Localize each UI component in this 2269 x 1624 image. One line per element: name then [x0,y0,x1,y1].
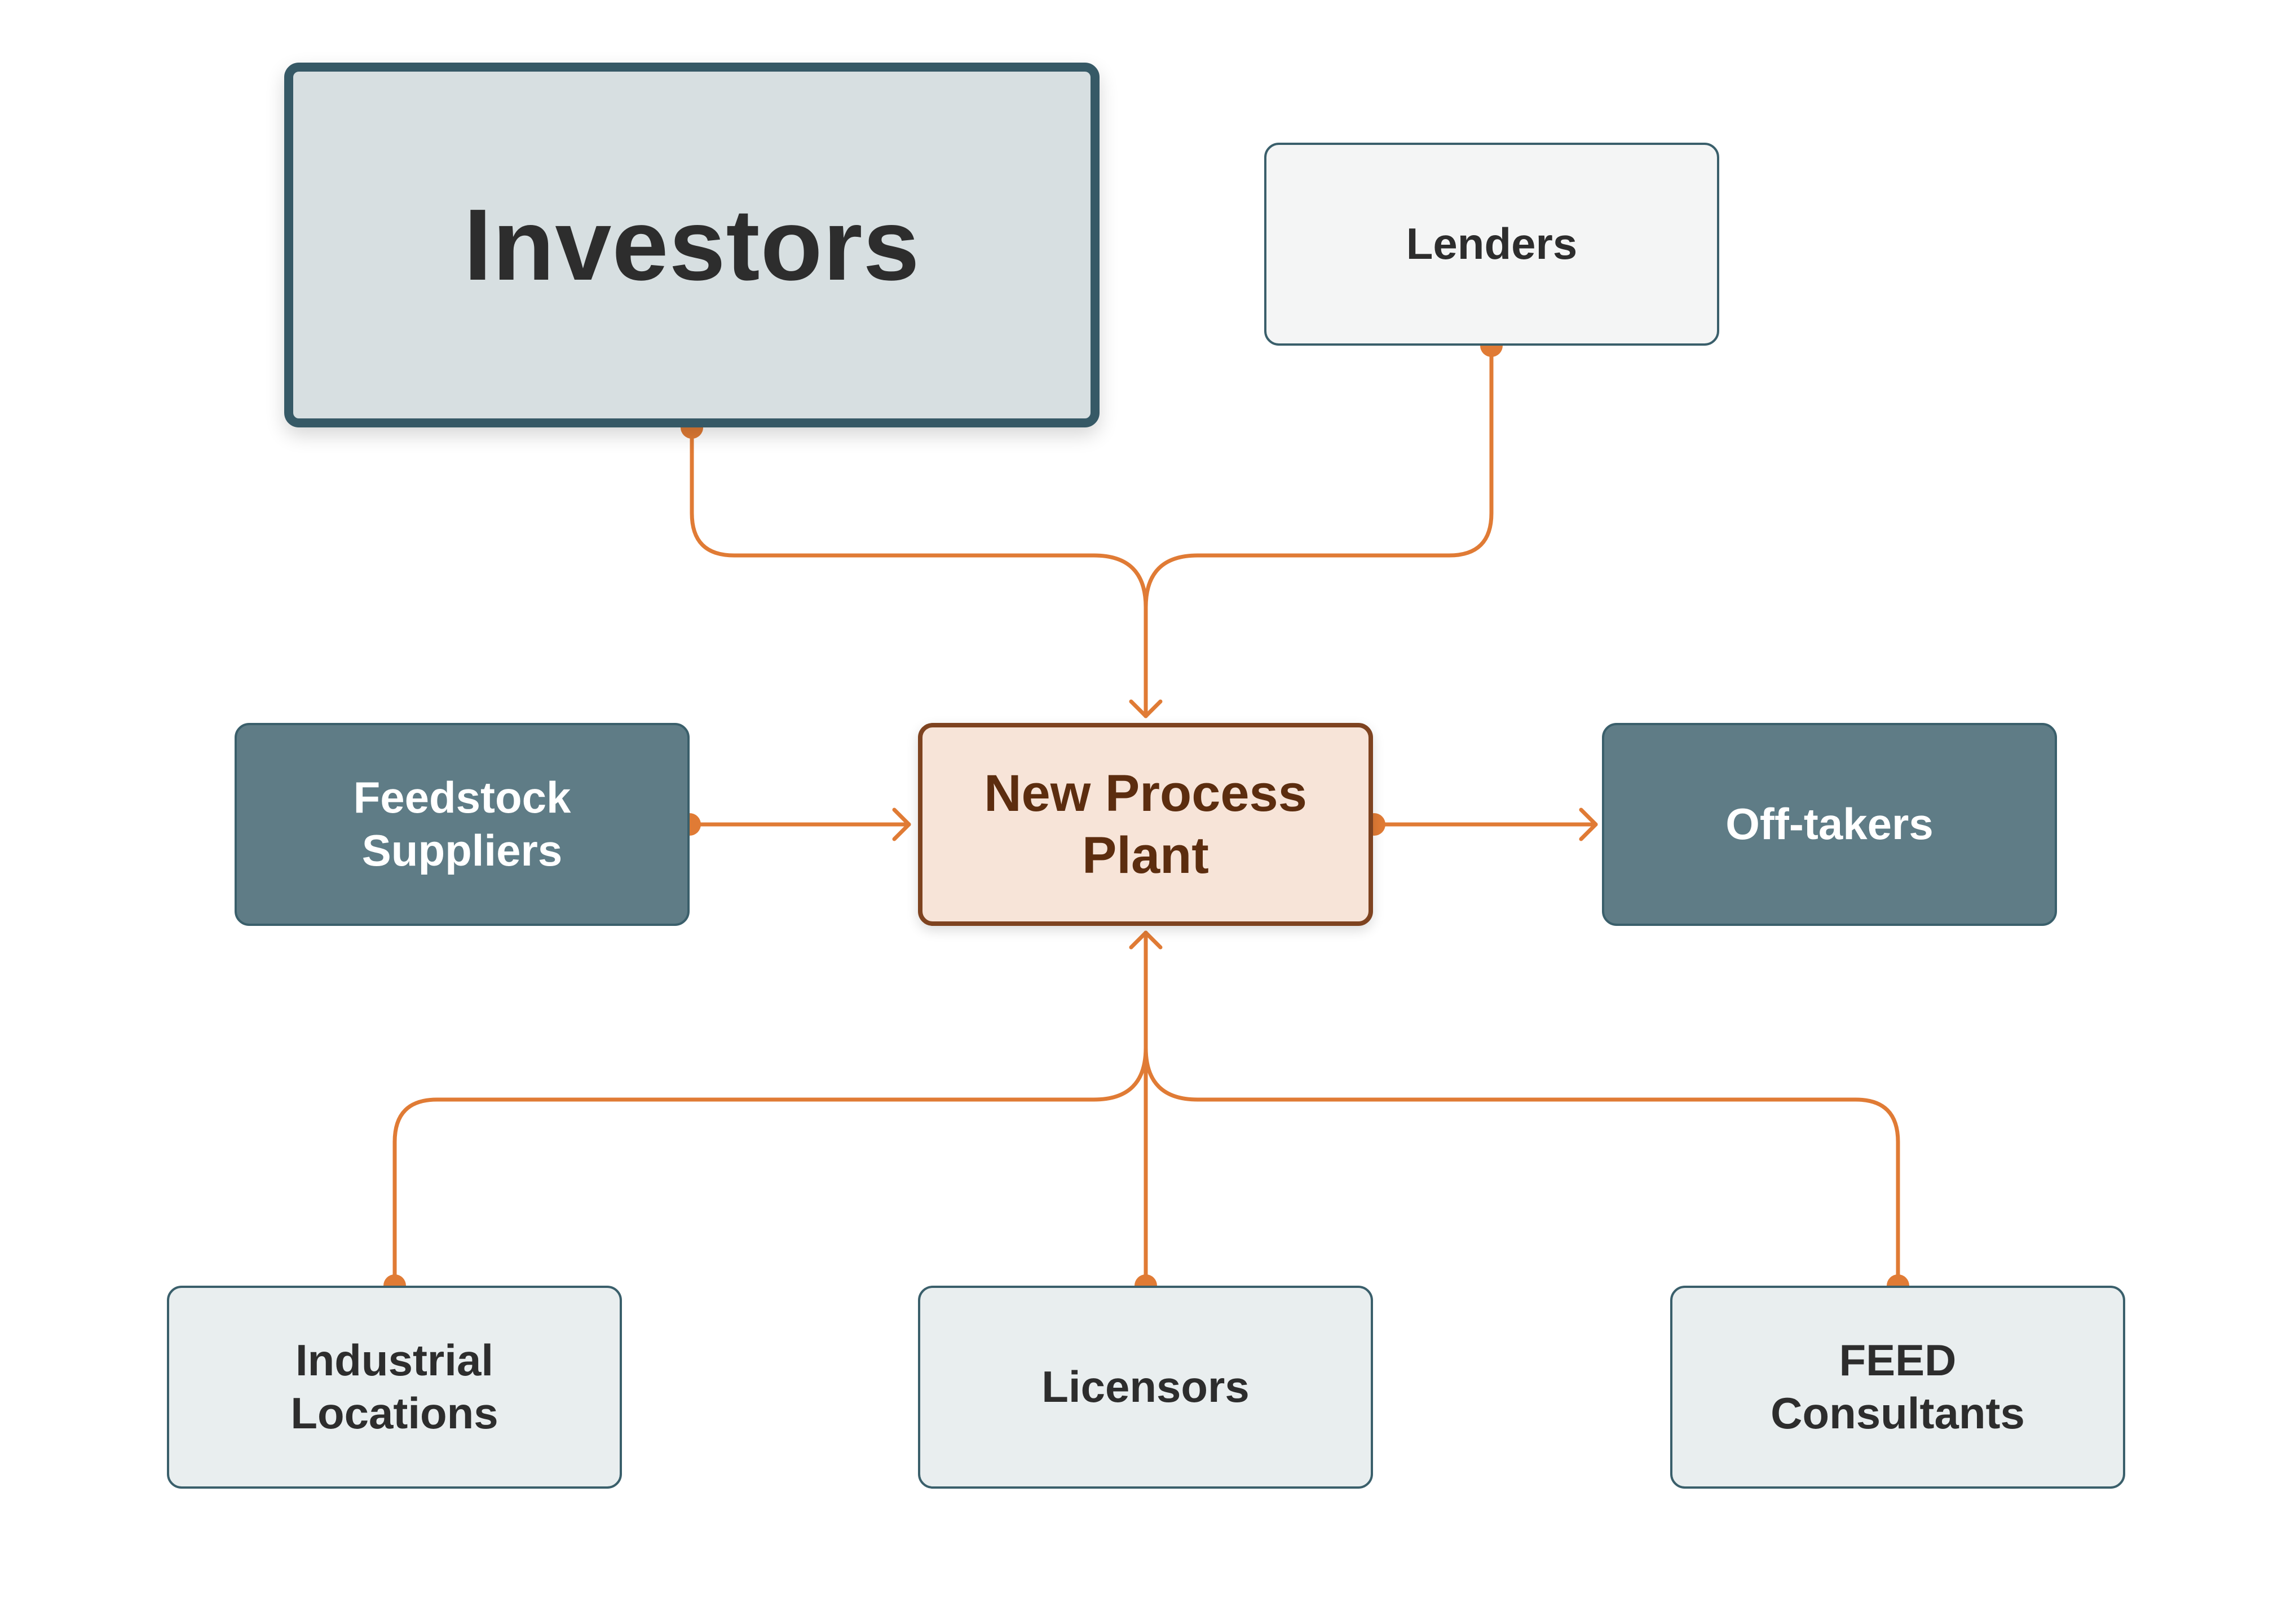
arrowhead-plant-top [1129,699,1163,718]
node-feed-text: FEED Consultants [1771,1334,2025,1440]
node-industrial-locations[interactable]: Industrial Locations [167,1286,622,1489]
node-industrial-line1: Industrial [295,1335,494,1385]
node-investors[interactable]: Investors [284,63,1100,427]
node-plant-line2: Plant [1082,827,1209,884]
edge-feed-to-plant [1144,930,1900,1288]
arrowhead-plant-left [892,807,911,841]
node-feedstock-line1: Feedstock [353,773,571,823]
node-plant-text: New Process Plant [984,762,1307,887]
edge-investors-to-plant [690,425,1148,718]
node-lenders[interactable]: Lenders [1264,143,1719,346]
arrowhead-offtakers [1579,807,1598,841]
node-licensors[interactable]: Licensors [918,1286,1373,1489]
edge-industrial-to-plant [392,930,1148,1288]
node-plant-line1: New Process [984,764,1307,822]
node-licensors-label: Licensors [1041,1362,1250,1412]
node-feedstock-line2: Suppliers [361,826,563,875]
node-off-takers[interactable]: Off-takers [1602,723,2057,926]
edge-lenders-to-plant [1144,343,1494,718]
node-feedstock-suppliers[interactable]: Feedstock Suppliers [235,723,690,926]
node-industrial-line2: Locations [290,1388,498,1438]
node-industrial-text: Industrial Locations [290,1334,498,1440]
node-offtakers-label: Off-takers [1725,799,1933,849]
node-feed-line2: Consultants [1771,1388,2025,1438]
node-new-process-plant[interactable]: New Process Plant [918,723,1373,926]
node-feed-line1: FEED [1839,1335,1957,1385]
node-investors-label: Investors [463,188,920,302]
node-lenders-label: Lenders [1406,219,1578,269]
arrowhead-plant-bottom [1129,930,1163,950]
node-feedstock-text: Feedstock Suppliers [354,771,571,877]
node-feed-consultants[interactable]: FEED Consultants [1670,1286,2125,1489]
